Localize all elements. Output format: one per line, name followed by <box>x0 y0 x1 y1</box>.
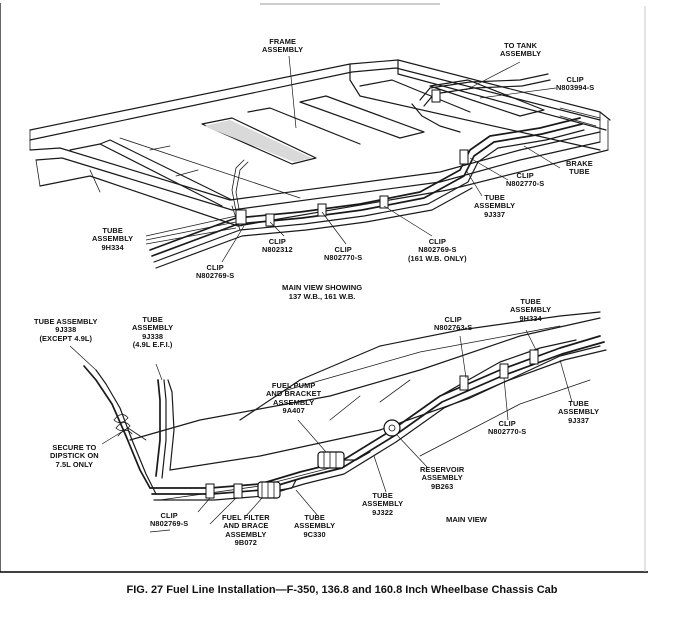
label-clip-n802770-bottom: CLIP N802770-S <box>488 419 527 437</box>
label-tube-assembly-9j322: TUBE ASSEMBLY 9J322 <box>362 491 404 517</box>
label-tube-assembly-9h334: TUBE ASSEMBLY 9H334 <box>92 226 134 252</box>
scan-border <box>0 3 648 573</box>
label-clip-n803994: CLIP N803994-S <box>556 75 595 93</box>
label-to-tank-assembly: TO TANK ASSEMBLY <box>500 41 542 59</box>
label-tube-assembly-9j338-49: TUBE ASSEMBLY 9J338 (4.9L E.F.I.) <box>132 315 174 350</box>
label-clip-n802763: CLIP N802763-S <box>434 315 473 333</box>
label-clip-n802770-mid: CLIP N802770-S <box>324 245 363 263</box>
label-clip-n802769-bottom: CLIP N802769-S <box>150 511 189 529</box>
bottom-frame-drawing <box>129 311 601 501</box>
label-tube-assembly-9j337: TUBE ASSEMBLY 9J337 <box>474 193 516 219</box>
label-fuel-pump: FUEL PUMP AND BRACKET ASSEMBLY 9A407 <box>266 381 322 416</box>
bottom-tube-bundle <box>83 335 607 501</box>
top-leader-lines <box>145 55 561 263</box>
label-clip-n802312: CLIP N802312 <box>262 237 293 255</box>
label-clip-n802770-right: CLIP N802770-S <box>506 171 545 189</box>
label-frame-assembly: FRAME ASSEMBLY <box>262 37 304 55</box>
label-tube-assembly-9j337-bottom: TUBE ASSEMBLY 9J337 <box>558 399 600 425</box>
label-brake-tube: BRAKE TUBE <box>566 159 593 177</box>
bottom-leader-lines <box>69 329 573 533</box>
label-fuel-filter: FUEL FILTER AND BRACE ASSEMBLY 9B072 <box>222 513 270 548</box>
label-secure-to-dipstick: SECURE TO DIPSTICK ON 7.5L ONLY <box>50 443 99 469</box>
frame-assembly-drawing <box>29 59 611 231</box>
figure-caption: FIG. 27 Fuel Line Installation—F-350, 13… <box>126 584 558 596</box>
top-tube-bundle <box>149 73 585 269</box>
label-tube-assembly-9j338-except: TUBE ASSEMBLY 9J338 (EXCEPT 4.9L) <box>34 317 98 343</box>
label-clip-n802769: CLIP N802769-S <box>196 263 235 281</box>
label-tube-assembly-9c330: TUBE ASSEMBLY 9C330 <box>294 513 336 539</box>
top-view-title: MAIN VIEW SHOWING 137 W.B., 161 W.B. <box>282 283 363 301</box>
bottom-view-title: MAIN VIEW <box>446 515 487 524</box>
label-clip-n802769-161: CLIP N802769-S (161 W.B. ONLY) <box>408 237 467 263</box>
label-tube-assembly-9h334-bottom: TUBE ASSEMBLY 9H334 <box>510 297 552 323</box>
label-reservoir-assembly: RESERVOIR ASSEMBLY 9B263 <box>420 465 465 491</box>
